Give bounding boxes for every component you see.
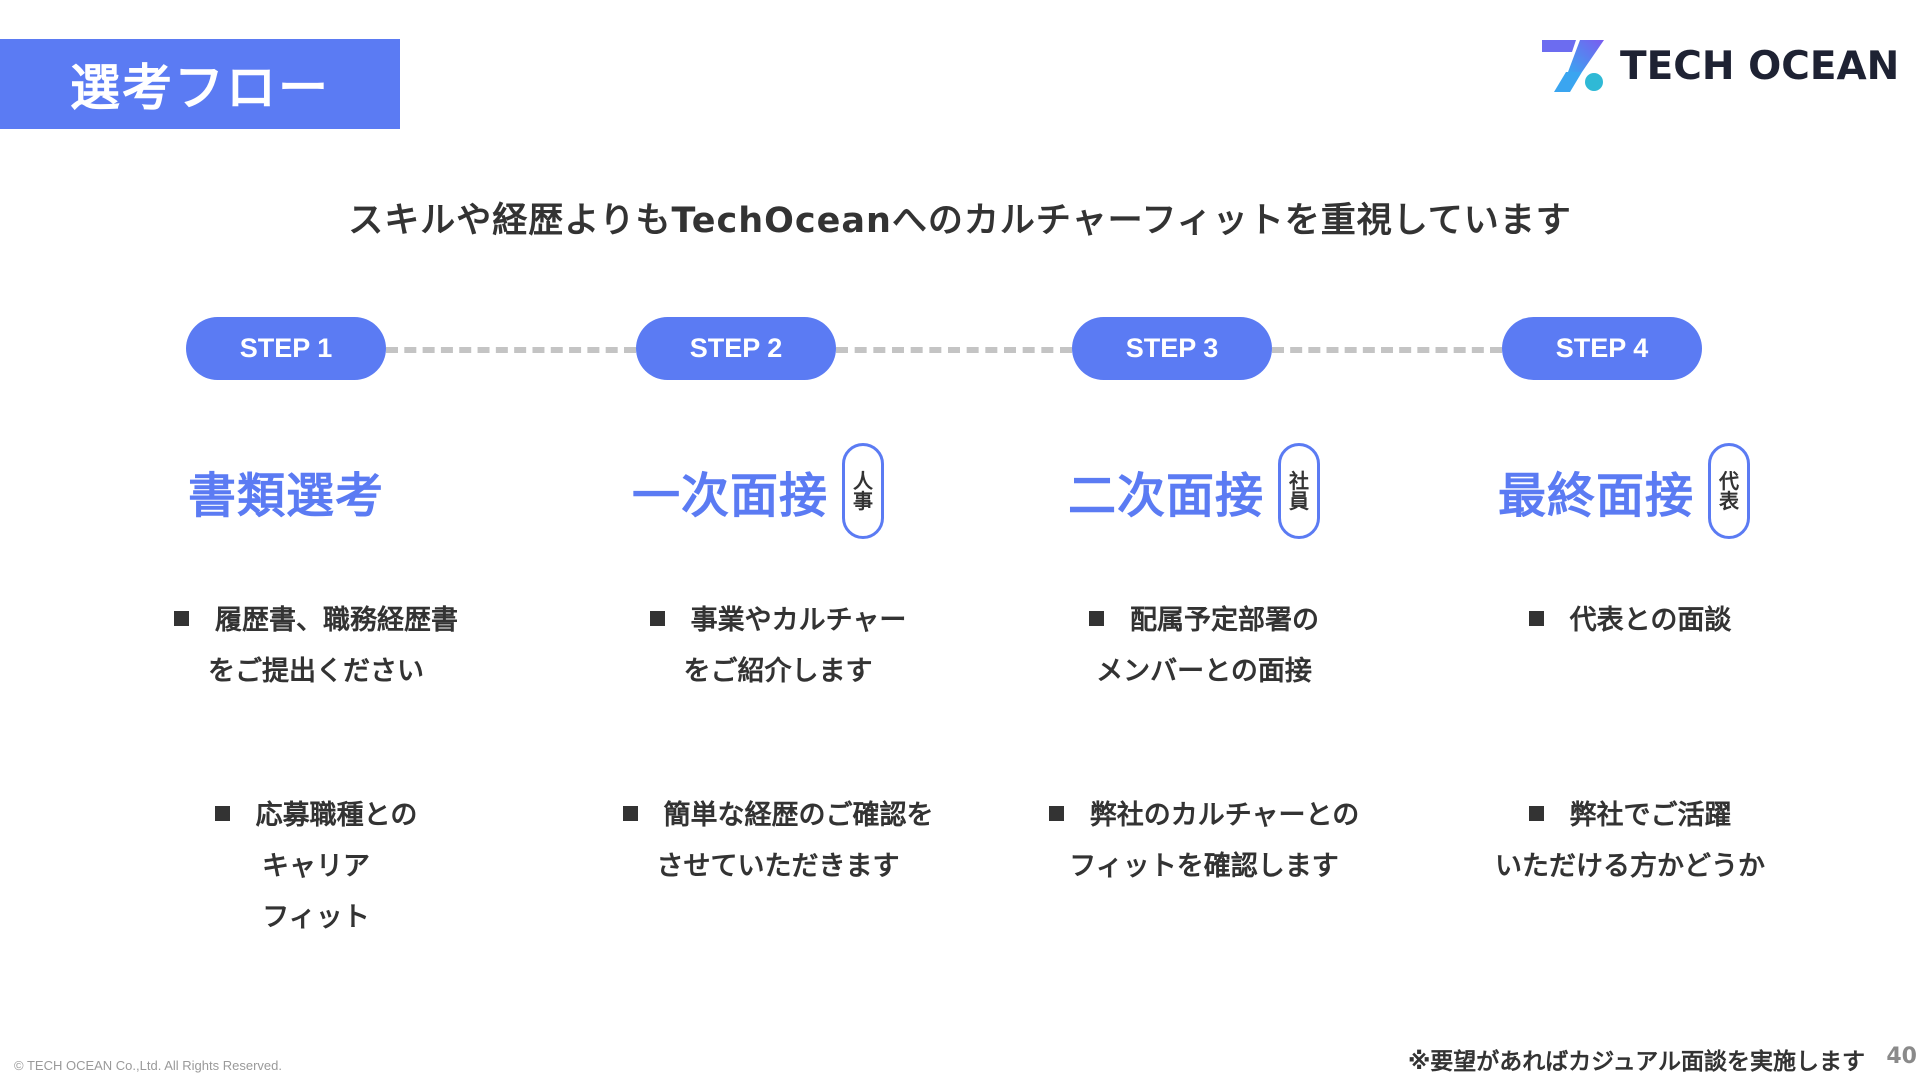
step-2-bullet-1: 事業やカルチャー をご紹介します	[558, 595, 998, 697]
step-2-pill: STEP 2	[636, 317, 836, 380]
step-3-role-badge: 社員	[1278, 443, 1320, 539]
step-2-column: 一次面接 人事 事業やカルチャー をご紹介します 簡単な経歴のご確認を させてい…	[538, 440, 978, 882]
step-3-bullet-2: 弊社のカルチャーとの フィットを確認します	[984, 790, 1424, 892]
step-2-heading: 一次面接	[631, 468, 828, 524]
tech-ocean-logo: TECH OCEAN	[1542, 36, 1899, 96]
step-4-column: 最終面接 代表 代表との面談 弊社でご活躍 いただける方かどうか	[1404, 440, 1844, 882]
step-3-pill: STEP 3	[1072, 317, 1272, 380]
copyright: © TECH OCEAN Co.,Ltd. All Rights Reserve…	[14, 1058, 282, 1073]
step-2-bullet-2: 簡単な経歴のご確認を させていただきます	[558, 790, 998, 892]
casual-interview-note: ※要望があればカジュアル面談を実施します	[1407, 1049, 1865, 1075]
bullet-square-icon	[649, 611, 665, 626]
step-1-bullet-2: 応募職種との キャリア フィット	[96, 790, 536, 943]
step-3-heading: 二次面接	[1067, 468, 1264, 524]
step-connector	[1272, 347, 1502, 353]
step-3-column: 二次面接 社員 配属予定部署の メンバーとの面接 弊社のカルチャーとの フィット…	[974, 440, 1414, 882]
step-3-bullet-1: 配属予定部署の メンバーとの面接	[984, 595, 1424, 697]
step-1-bullet-1: 履歴書、職務経歴書 をご提出ください	[96, 595, 536, 697]
page-number: 40	[1886, 1044, 1917, 1069]
step-1-pill: STEP 1	[186, 317, 386, 380]
logo-wordmark: TECH OCEAN	[1620, 43, 1900, 89]
bullet-square-icon	[1528, 611, 1544, 626]
bullet-square-icon	[214, 806, 230, 821]
bullet-square-icon	[1048, 806, 1064, 821]
subtitle: スキルや経歴よりもTechOceanへのカルチャーフィットを重視しています	[348, 201, 1572, 241]
step-connector	[386, 347, 636, 353]
step-1-heading: 書類選考	[187, 468, 384, 524]
tech-ocean-logo-icon	[1542, 40, 1604, 92]
step-4-role-badge: 代表	[1708, 443, 1750, 539]
step-4-pill: STEP 4	[1502, 317, 1702, 380]
bullet-square-icon	[1089, 611, 1104, 626]
step-2-role-badge: 人事	[842, 443, 884, 539]
bullet-square-icon	[1528, 806, 1544, 821]
step-1-column: 書類選考 履歴書、職務経歴書 をご提出ください 応募職種との キャリア フィット	[66, 440, 506, 933]
step-4-heading: 最終面接	[1497, 468, 1694, 524]
step-connector	[836, 347, 1072, 353]
page-title: 選考フロー	[0, 39, 400, 129]
bullet-square-icon	[174, 611, 189, 626]
bullet-square-icon	[622, 806, 638, 821]
step-4-bullet-1: 代表との面談	[1410, 595, 1850, 646]
step-4-bullet-2: 弊社でご活躍 いただける方かどうか	[1495, 800, 1765, 882]
